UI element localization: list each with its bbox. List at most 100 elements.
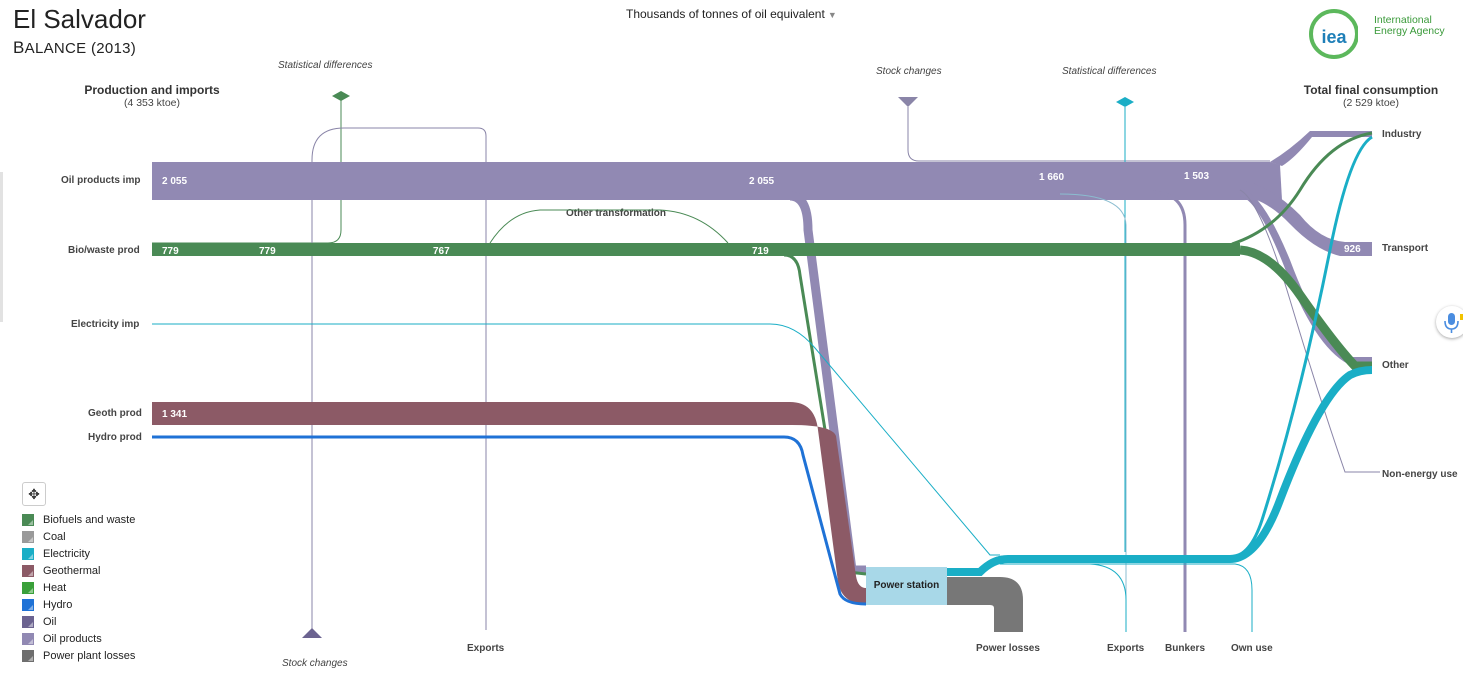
legend-swatch [22, 564, 34, 577]
bio-value-3: 719 [752, 246, 769, 257]
own-use-label: Own use [1231, 643, 1273, 654]
sink-transport[interactable]: Transport [1382, 243, 1429, 254]
transport-value: 926 [1344, 244, 1361, 255]
oil-value-2: 1 660 [1039, 172, 1064, 183]
oil-to-non-energy-flow[interactable] [1239, 189, 1380, 473]
stat-diff-left-label: Statistical differences [278, 60, 373, 71]
elec-exports-flow[interactable] [1089, 563, 1127, 632]
sink-industry[interactable]: Industry [1382, 129, 1422, 140]
power-station-label: Power station [873, 580, 940, 591]
stat-diff-left-flow[interactable] [152, 100, 342, 244]
oil-to-exports-flow[interactable] [1059, 193, 1127, 632]
page-title: El Salvador [13, 4, 146, 34]
legend-item[interactable]: Coal [22, 528, 135, 545]
source-oil-products-imp[interactable]: Oil products imp [61, 175, 141, 186]
geothermal-band[interactable] [152, 402, 866, 604]
sink-non-energy-use[interactable]: Non-energy use [1382, 469, 1458, 480]
power-station-node[interactable] [866, 567, 947, 605]
elec-own-use-flow[interactable] [1000, 563, 1253, 632]
legend-item[interactable]: Geothermal [22, 562, 135, 579]
legend-item[interactable]: Hydro [22, 596, 135, 613]
stock-changes-top-flow[interactable] [907, 107, 1270, 162]
production-imports-total: (4 353 ktoe) [123, 97, 181, 109]
legend-label: Oil [43, 615, 57, 628]
legend-label: Biofuels and waste [43, 513, 136, 526]
legend-label: Heat [43, 581, 67, 594]
oil-to-other-flow[interactable] [1240, 188, 1372, 364]
stock-changes-bottom-marker[interactable] [302, 628, 322, 638]
iea-logo-mark: iea [1309, 9, 1358, 59]
hydro-band[interactable] [152, 435, 867, 606]
oil-value-3: 1 503 [1184, 171, 1209, 182]
geo-value-0: 1 341 [162, 409, 187, 420]
oil-products-band[interactable] [152, 162, 1282, 200]
production-imports-title: Production and imports [84, 83, 220, 97]
exports-left-label: Exports [467, 643, 505, 654]
legend-swatch [22, 649, 34, 662]
legend-label: Hydro [43, 598, 73, 611]
stock-changes-exports-flow[interactable] [311, 127, 487, 630]
legend-swatch [22, 530, 34, 543]
exports-right-label: Exports [1107, 643, 1145, 654]
legend-item[interactable]: Oil [22, 613, 135, 630]
microphone-glyph [1444, 313, 1463, 333]
unit-selector[interactable]: Thousands of tonnes of oil equivalent▼ [626, 7, 837, 21]
legend-swatch [22, 615, 34, 628]
legend-label: Geothermal [43, 564, 101, 577]
legend-swatch [22, 598, 34, 611]
oil-value-0: 2 055 [162, 176, 187, 187]
elec-to-industry-flow[interactable] [947, 135, 1373, 574]
legend-item[interactable]: Biofuels and waste [22, 511, 135, 528]
legend-item[interactable]: Power plant losses [22, 647, 135, 664]
bio-value-0: 779 [162, 246, 179, 257]
oil-to-bunkers-flow[interactable] [1149, 190, 1187, 632]
caret-down-icon: ▼ [827, 10, 837, 20]
legend-swatch [22, 581, 34, 594]
legend-swatch [22, 632, 34, 645]
stock-changes-top-marker[interactable] [898, 97, 918, 107]
bunkers-label: Bunkers [1165, 643, 1206, 654]
legend-label: Power plant losses [43, 649, 136, 662]
bio-value-1: 779 [259, 246, 276, 257]
sidebar-edge [0, 172, 3, 322]
legend-swatch [22, 513, 34, 526]
bio-value-2: 767 [433, 246, 450, 257]
stat-diff-left-marker[interactable] [332, 91, 350, 101]
microphone-icon[interactable] [1436, 306, 1463, 338]
move-icon[interactable]: ✥ [22, 482, 46, 506]
sink-other[interactable]: Other [1382, 360, 1409, 371]
bio-to-other-flow[interactable] [1239, 245, 1372, 371]
stat-diff-right-label: Statistical differences [1062, 66, 1157, 77]
other-transformation-label: Other transformation [566, 208, 667, 219]
source-geoth-prod[interactable]: Geoth prod [88, 408, 142, 419]
other-transformation-flow[interactable] [489, 209, 729, 244]
legend-label: Coal [43, 530, 66, 543]
stat-diff-right-marker[interactable] [1116, 97, 1134, 107]
oil-to-transport-flow[interactable] [1240, 180, 1372, 256]
source-hydro-prod[interactable]: Hydro prod [88, 432, 142, 443]
source-bio-waste-prod[interactable]: Bio/waste prod [68, 245, 140, 256]
stock-changes-top-label: Stock changes [876, 66, 942, 77]
legend-item[interactable]: Heat [22, 579, 135, 596]
tfc-total: (2 529 ktoe) [1342, 97, 1400, 109]
tfc-title: Total final consumption [1303, 83, 1439, 97]
legend-swatch [22, 547, 34, 560]
stock-changes-bottom-label: Stock changes [282, 658, 348, 669]
oil-value-1: 2 055 [749, 176, 774, 187]
legend-item[interactable]: Oil products [22, 630, 135, 647]
svg-text:iea: iea [1321, 27, 1347, 47]
bio-to-power-station-flow[interactable] [783, 253, 867, 576]
source-electricity-imp[interactable]: Electricity imp [71, 319, 140, 330]
biofuels-band[interactable] [152, 243, 1240, 256]
legend-label: Oil products [43, 632, 102, 645]
legend-item[interactable]: Electricity [22, 545, 135, 562]
power-losses-flow[interactable] [947, 577, 1023, 632]
legend-label: Electricity [43, 547, 91, 560]
elec-to-other-flow[interactable] [947, 366, 1373, 576]
oil-to-power-station-flow[interactable] [789, 191, 866, 575]
bio-to-industry-flow[interactable] [1231, 131, 1373, 246]
electricity-import-flow[interactable] [152, 323, 1000, 556]
